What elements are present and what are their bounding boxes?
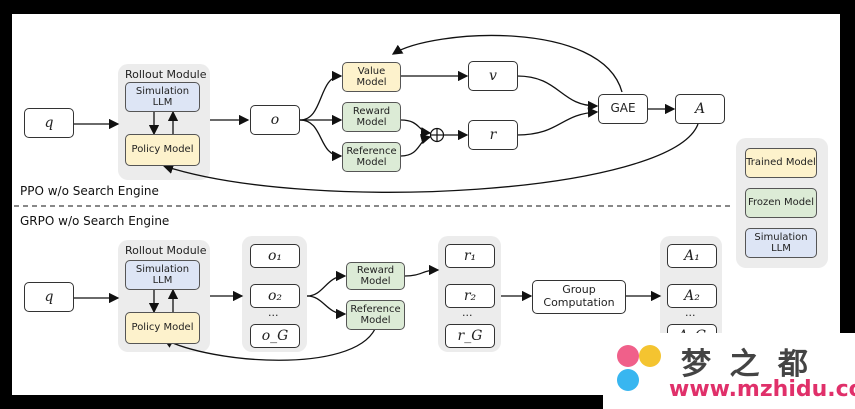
grpo-reward-model-box: Reward Model bbox=[346, 262, 405, 290]
ppo-reward-box: r bbox=[468, 120, 518, 150]
ppo-simulation-llm-box: Simulation LLM bbox=[125, 82, 200, 112]
grpo-advantage-ellipsis: ... bbox=[685, 306, 696, 319]
grpo-reward-2-box: r₂ bbox=[445, 284, 495, 308]
ppo-output-box: o bbox=[250, 105, 300, 135]
watermark-url: www.mzhidu.com bbox=[669, 377, 855, 402]
legend-simulation-llm: Simulation LLM bbox=[745, 228, 817, 258]
grpo-reward-g-box: r_G bbox=[445, 324, 495, 348]
ppo-advantage-box: A bbox=[675, 94, 725, 124]
connector-lines bbox=[14, 34, 732, 361]
watermark-title: 梦 之 都 bbox=[681, 347, 812, 382]
grpo-advantage-1-box: A₁ bbox=[667, 244, 717, 268]
grpo-output-2-box: o₂ bbox=[250, 284, 300, 308]
ppo-reference-model-box: Reference Model bbox=[342, 142, 401, 172]
ppo-query-box: q bbox=[24, 108, 74, 138]
ppo-value-box: v bbox=[468, 61, 518, 91]
grpo-output-g-box: o_G bbox=[250, 324, 300, 348]
legend-trained-model: Trained Model bbox=[745, 148, 817, 178]
grpo-advantage-2-box: A₂ bbox=[667, 284, 717, 308]
grpo-group-computation-box: Group Computation bbox=[532, 280, 626, 314]
grpo-rollout-title: Rollout Module bbox=[125, 244, 207, 257]
ppo-policy-model-box: Policy Model bbox=[125, 134, 200, 166]
ppo-rollout-title: Rollout Module bbox=[125, 68, 207, 81]
ppo-section-label: PPO w/o Search Engine bbox=[20, 184, 159, 198]
grpo-reward-ellipsis: ... bbox=[462, 306, 473, 319]
ppo-reward-model-box: Reward Model bbox=[342, 102, 401, 132]
grpo-policy-model-box: Policy Model bbox=[125, 312, 200, 344]
grpo-output-ellipsis: ... bbox=[268, 306, 279, 319]
watermark: 梦 之 都 www.mzhidu.com bbox=[603, 333, 855, 409]
grpo-simulation-llm-box: Simulation LLM bbox=[125, 260, 200, 290]
grpo-query-box: q bbox=[24, 282, 74, 312]
grpo-section-label: GRPO w/o Search Engine bbox=[20, 214, 170, 228]
grpo-reward-1-box: r₁ bbox=[445, 244, 495, 268]
grpo-reference-model-box: Reference Model bbox=[346, 300, 405, 330]
grpo-output-1-box: o₁ bbox=[250, 244, 300, 268]
legend-frozen-model: Frozen Model bbox=[745, 188, 817, 218]
ppo-gae-box: GAE bbox=[598, 94, 648, 124]
watermark-logo-icon bbox=[617, 345, 663, 397]
ppo-value-model-box: Value Model bbox=[342, 62, 401, 92]
diagram-canvas: Rollout Module Rollout Module bbox=[12, 14, 840, 395]
